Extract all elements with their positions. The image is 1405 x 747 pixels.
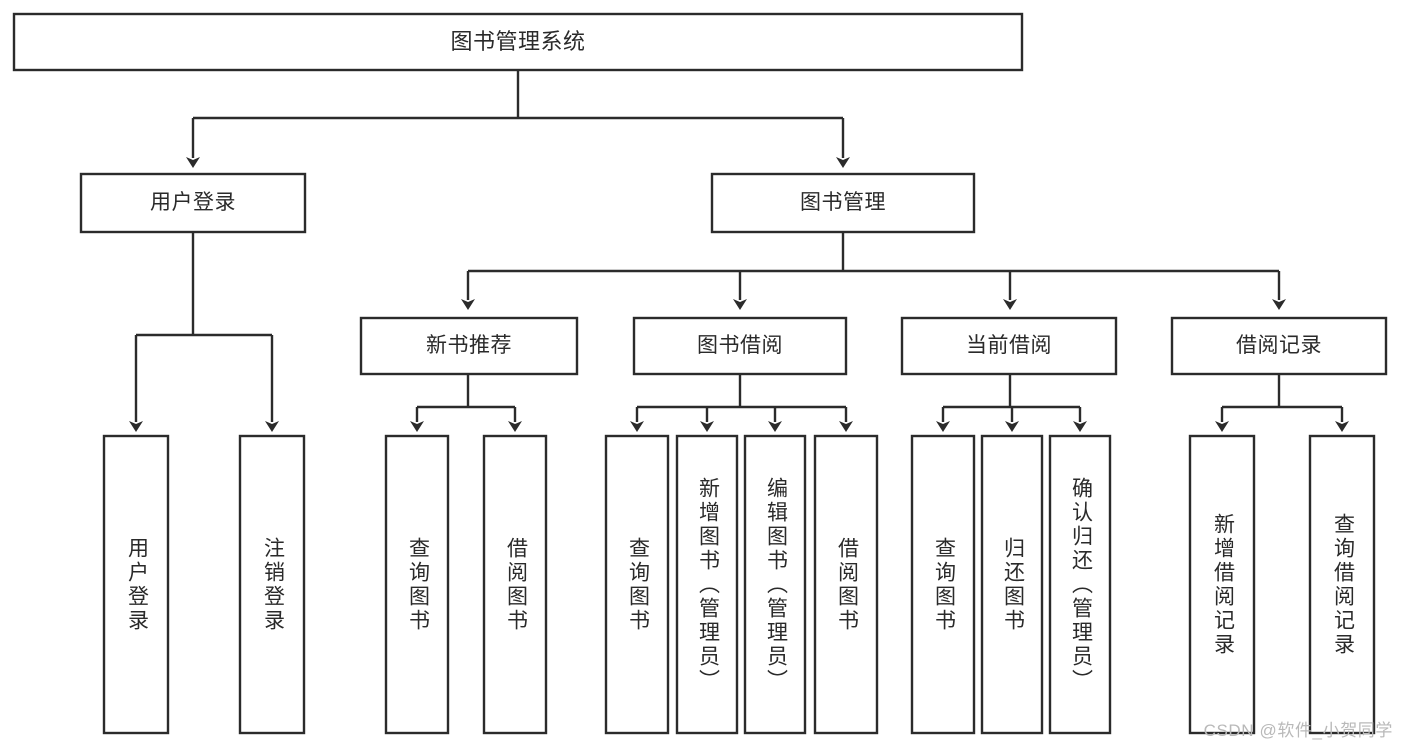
- connector-currentborrow-to-leaves: [936, 374, 1087, 432]
- node-box-leaf-query-book-3[interactable]: [910, 434, 976, 735]
- node-box-leaf-return-book[interactable]: [980, 434, 1044, 735]
- connector-userlogin-to-leaves: [129, 232, 279, 432]
- node-box-book-management[interactable]: [710, 172, 976, 234]
- node-box-book-borrow[interactable]: [632, 316, 848, 376]
- node-box-leaf-add-book[interactable]: [675, 434, 739, 735]
- node-box-current-borrow[interactable]: [900, 316, 1118, 376]
- node-box-root[interactable]: [12, 12, 1024, 72]
- node-box-leaf-borrow-book-1[interactable]: [482, 434, 548, 735]
- node-box-leaf-logout[interactable]: [238, 434, 306, 735]
- node-box-leaf-query-book-2[interactable]: [604, 434, 670, 735]
- connector-bookborrow-to-leaves: [630, 374, 853, 432]
- node-box-leaf-add-record[interactable]: [1188, 434, 1256, 735]
- connector-bookmgmt-to-level3: [461, 232, 1286, 310]
- node-box-new-book-recommend[interactable]: [359, 316, 579, 376]
- connector-root-to-level2: [186, 70, 850, 168]
- node-box-user-login[interactable]: [79, 172, 307, 234]
- connector-borrowrecord-to-leaves: [1215, 374, 1349, 432]
- node-box-leaf-confirm-return[interactable]: [1048, 434, 1112, 735]
- node-box-leaf-user-login[interactable]: [102, 434, 170, 735]
- node-box-leaf-borrow-book-2[interactable]: [813, 434, 879, 735]
- node-box-leaf-edit-book[interactable]: [743, 434, 807, 735]
- node-box-leaf-query-record[interactable]: [1308, 434, 1376, 735]
- node-box-leaf-query-book-1[interactable]: [384, 434, 450, 735]
- node-box-borrow-record[interactable]: [1170, 316, 1388, 376]
- connector-newbook-to-leaves: [410, 374, 522, 432]
